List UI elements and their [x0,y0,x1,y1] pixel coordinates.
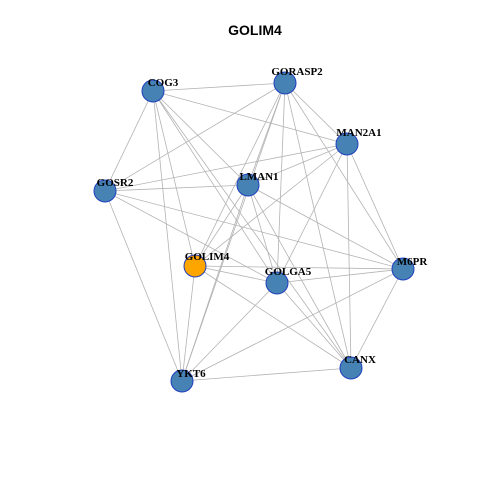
node-cog3[interactable] [141,79,165,103]
node-layer [93,71,415,393]
edge-gorasp2-golim4 [194,82,286,267]
edge-golga5-m6pr [276,268,404,284]
edge-cog3-gorasp2 [152,82,286,92]
edge-golim4-canx [194,265,352,369]
node-man2a1[interactable] [335,132,359,156]
node-label-gorasp2: GORASP2 [271,66,323,78]
node-label-canx: CANX [344,354,376,366]
edge-lman1-golga5 [247,184,278,284]
edge-gosr2-m6pr [104,190,404,270]
edge-cog3-ykt6 [152,90,183,382]
edge-man2a1-m6pr [346,143,404,270]
edge-gorasp2-golga5 [276,82,286,284]
edge-lman1-ykt6 [181,184,249,382]
node-m6pr[interactable] [391,257,415,281]
graph-title: GOLIM4 [228,22,282,38]
node-label-m6pr: M6PR [397,256,429,268]
edge-lman1-canx [247,184,352,369]
node-gorasp2[interactable] [273,71,297,95]
edge-lman1-golim4 [194,184,249,267]
node-label-cog3: COG3 [148,77,179,89]
node-label-golim4: GOLIM4 [185,251,230,263]
node-label-lman1: LMAN1 [239,171,278,183]
edge-gosr2-ykt6 [104,190,183,382]
edge-cog3-man2a1 [152,90,348,145]
edge-gosr2-golga5 [104,190,278,284]
edge-cog3-golim4 [152,90,196,267]
edge-man2a1-golga5 [276,143,348,284]
edge-layer [104,82,404,382]
edge-gorasp2-man2a1 [284,82,348,145]
edge-man2a1-canx [346,143,352,369]
edge-golim4-m6pr [194,265,404,270]
node-gosr2[interactable] [93,179,117,203]
edge-gosr2-lman1 [104,184,249,192]
node-golim4[interactable] [183,254,207,278]
edge-lman1-m6pr [247,184,404,270]
node-canx[interactable] [339,356,363,380]
node-label-gosr2: GOSR2 [97,177,134,189]
edge-golim4-golga5 [194,265,278,284]
node-lman1[interactable] [236,173,260,197]
edge-gorasp2-ykt6 [181,82,286,382]
edge-cog3-gosr2 [104,90,154,192]
edge-gorasp2-canx [284,82,352,369]
node-label-golga5: GOLGA5 [265,266,312,278]
edge-gorasp2-m6pr [284,82,404,270]
node-label-man2a1: MAN2A1 [336,127,381,139]
edge-golga5-canx [276,282,352,369]
edge-m6pr-canx [350,268,404,369]
edge-man2a1-gosr2 [104,143,348,192]
edge-man2a1-lman1 [247,143,348,186]
edge-gorasp2-gosr2 [104,82,286,192]
edge-golga5-ykt6 [181,282,278,382]
node-ykt6[interactable] [170,369,194,393]
edge-golim4-ykt6 [181,265,196,382]
edge-cog3-lman1 [152,90,249,186]
node-golga5[interactable] [265,271,289,295]
node-label-ykt6: YKT6 [176,368,206,380]
edge-canx-ykt6 [181,367,352,382]
edge-cog3-golga5 [152,90,278,284]
edge-man2a1-golim4 [194,143,348,267]
edge-m6pr-ykt6 [181,268,404,382]
